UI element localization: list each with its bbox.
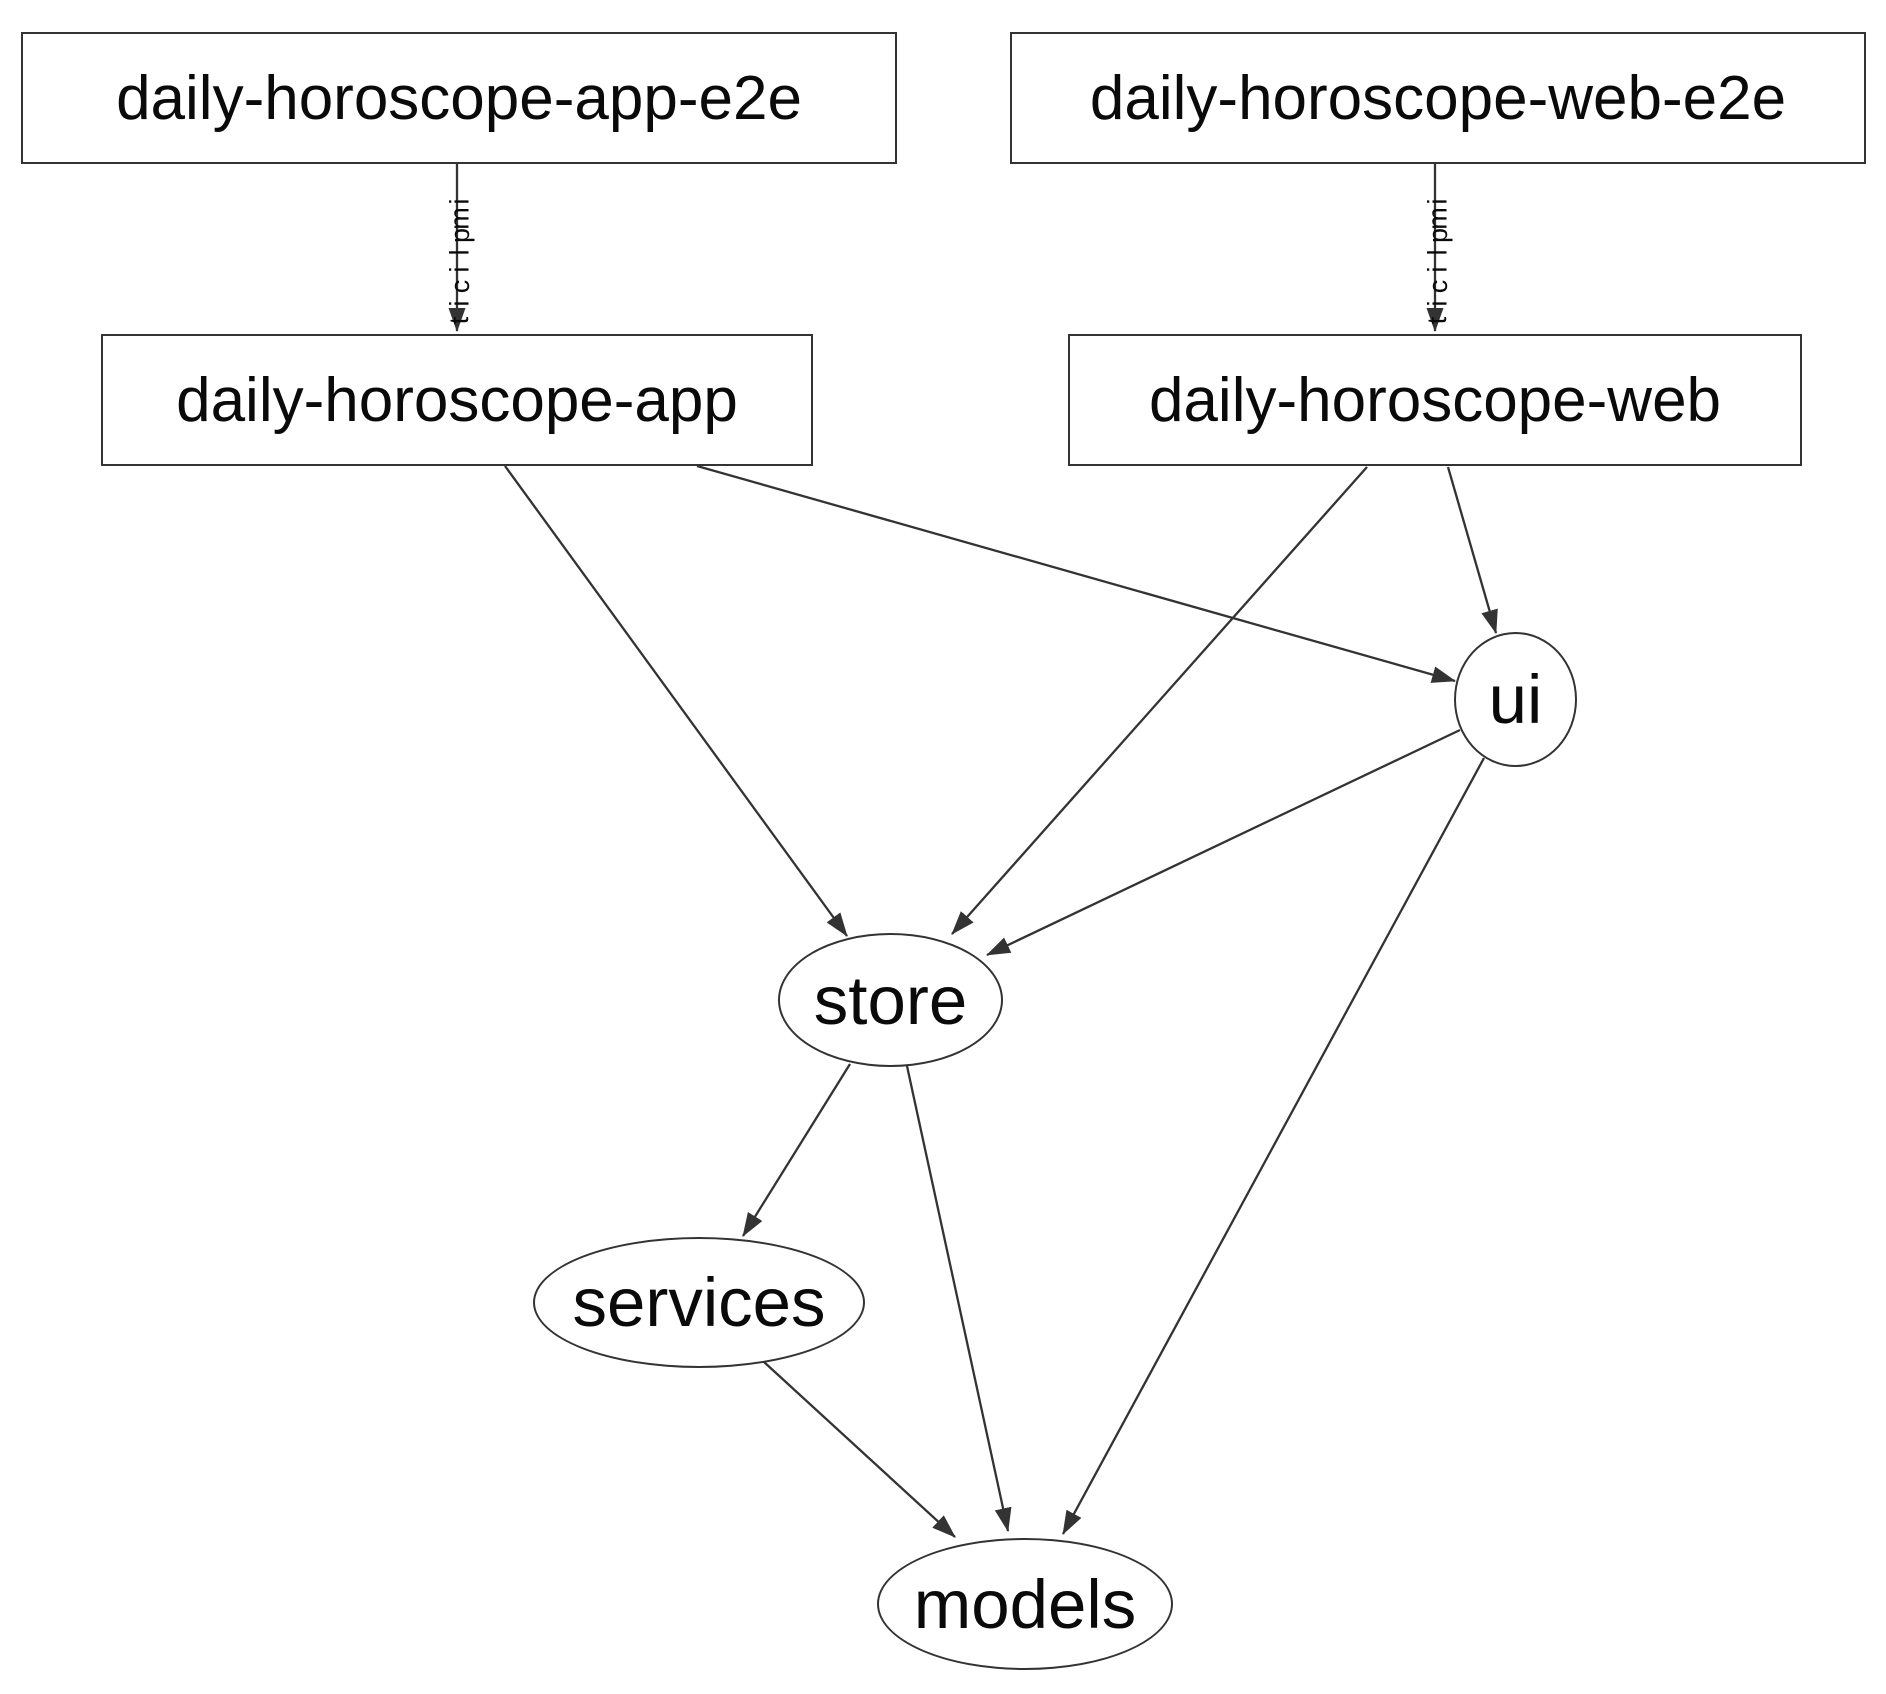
edge-store-to-services bbox=[742, 1063, 851, 1237]
edge-daily-horoscope-app-to-ui bbox=[696, 464, 1456, 683]
edge-label-letter: t bbox=[1422, 316, 1453, 325]
edge-label-letter: p bbox=[444, 227, 475, 244]
node-services[interactable]: services bbox=[533, 1237, 865, 1368]
edge-label-letter: i bbox=[1422, 266, 1453, 273]
edge-label-letter: l bbox=[444, 249, 475, 256]
edge-daily-horoscope-web-to-store bbox=[951, 466, 1368, 935]
edge-label-letter: i bbox=[444, 198, 475, 205]
edge-label-letter: l bbox=[1422, 249, 1453, 256]
edge-label-letter: i bbox=[444, 266, 475, 273]
node-ui[interactable]: ui bbox=[1454, 632, 1577, 767]
edge-label-letter: c bbox=[444, 279, 475, 294]
edge-label-letter: i bbox=[1422, 198, 1453, 205]
edge-store-to-models bbox=[905, 1065, 1012, 1532]
node-daily-horoscope-app[interactable]: daily-horoscope-app bbox=[101, 334, 813, 466]
edge-label-letter: i bbox=[444, 300, 475, 307]
edge-services-to-models bbox=[763, 1361, 956, 1538]
edge-label-letter: p bbox=[1422, 227, 1453, 244]
node-daily-horoscope-web-e2e[interactable]: daily-horoscope-web-e2e bbox=[1010, 32, 1866, 164]
edge-daily-horoscope-app-to-store bbox=[504, 465, 848, 937]
edge-label-letter: c bbox=[1422, 279, 1453, 294]
edge-label-letter: t bbox=[444, 316, 475, 325]
edge-daily-horoscope-web-to-ui bbox=[1446, 466, 1498, 634]
node-models[interactable]: models bbox=[877, 1538, 1173, 1670]
edge-label-letter: m bbox=[1422, 207, 1453, 230]
node-store[interactable]: store bbox=[778, 933, 1003, 1067]
node-daily-horoscope-app-e2e[interactable]: daily-horoscope-app-e2e bbox=[21, 32, 897, 164]
edge-ui-to-store bbox=[986, 728, 1461, 957]
edge-ui-to-models bbox=[1061, 757, 1486, 1535]
edge-label-letter: i bbox=[1422, 300, 1453, 307]
edge-label-letter: m bbox=[444, 207, 475, 230]
node-daily-horoscope-web[interactable]: daily-horoscope-web bbox=[1068, 334, 1802, 466]
